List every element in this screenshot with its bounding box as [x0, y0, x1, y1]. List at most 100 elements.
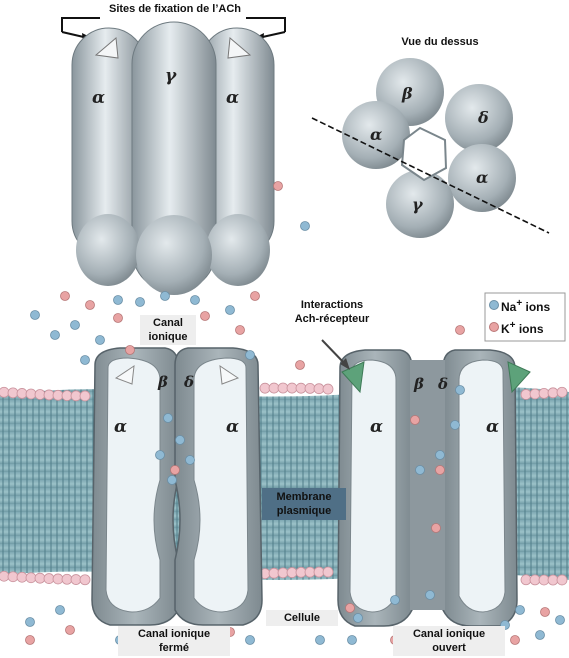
k-ion — [61, 292, 70, 301]
na-ion — [26, 618, 35, 627]
lipid-head — [530, 575, 540, 585]
legend-na-symbol: Na — [501, 300, 516, 314]
na-ion — [301, 222, 310, 231]
interactions-pointer — [322, 340, 346, 365]
k-ion — [171, 466, 180, 475]
na-ion — [191, 296, 200, 305]
membrane-line1: Membrane — [266, 490, 342, 504]
open-channel-line2: ouvert — [397, 641, 501, 655]
k-ion — [114, 314, 123, 323]
na-ion — [246, 636, 255, 645]
lipid-head — [287, 568, 297, 578]
na-ion — [161, 292, 170, 301]
k-ion — [511, 636, 520, 645]
lipid-head — [287, 383, 297, 393]
cyto-domain-right — [206, 214, 270, 286]
label-alpha: α — [486, 417, 499, 437]
na-ion — [516, 606, 525, 615]
lipid-head — [80, 391, 90, 401]
receptor-side-view: α γ α — [62, 18, 285, 295]
lipid-head — [35, 573, 45, 583]
na-ion — [71, 321, 80, 330]
legend-na-swatch — [490, 301, 499, 310]
na-ion — [168, 476, 177, 485]
na-ion — [56, 606, 65, 615]
k-ion — [541, 608, 550, 617]
na-ion — [176, 436, 185, 445]
lipid-head — [323, 384, 333, 394]
receptor-top-view: β δ α α γ — [312, 58, 549, 238]
interactions-label: Interactions Ach-récepteur — [282, 298, 382, 326]
lipid-head — [539, 388, 549, 398]
na-ion — [426, 591, 435, 600]
cyto-domain-center — [136, 215, 212, 295]
label-alpha: α — [92, 88, 105, 108]
lipid-head — [296, 383, 306, 393]
canal-ionique-label: Canal ionique — [140, 315, 196, 345]
lipid-head — [8, 388, 18, 398]
lipid-head — [53, 390, 63, 400]
lipid-head — [17, 572, 27, 582]
k-ion — [432, 524, 441, 533]
open-channel: α α β δ — [338, 350, 530, 626]
lipid-head — [269, 568, 279, 578]
cyto-domain-left — [76, 214, 140, 286]
na-ion — [316, 636, 325, 645]
k-ion — [236, 326, 245, 335]
k-ion — [26, 636, 35, 645]
na-ion — [536, 631, 545, 640]
lipid-head — [521, 389, 531, 399]
lipid-head — [35, 389, 45, 399]
na-ion — [226, 306, 235, 315]
lipid-head — [521, 575, 531, 585]
lipid-head — [71, 391, 81, 401]
lipid-head — [548, 388, 558, 398]
lipid-head — [278, 568, 288, 578]
k-ion — [86, 301, 95, 310]
lipid-head — [71, 575, 81, 585]
lipid-head — [305, 567, 315, 577]
k-ion — [201, 312, 210, 321]
lipid-head — [314, 567, 324, 577]
lipid-head — [323, 567, 333, 577]
k-ion — [346, 604, 355, 613]
lipid-head — [260, 383, 270, 393]
lipid-head — [278, 383, 288, 393]
k-ion — [436, 466, 445, 475]
closed-alpha-left — [106, 358, 160, 612]
na-ion — [51, 331, 60, 340]
lipid-head — [530, 389, 540, 399]
lipid-head — [296, 567, 306, 577]
k-ion — [456, 326, 465, 335]
label-alpha: α — [370, 417, 383, 437]
na-ion — [451, 421, 460, 430]
lipid-head — [8, 572, 18, 582]
lipid-head — [44, 574, 54, 584]
lipid-head — [557, 387, 567, 397]
label-beta: β — [157, 373, 168, 391]
na-ion — [354, 614, 363, 623]
interactions-label-line1: Interactions — [282, 298, 382, 312]
lipid-head — [44, 390, 54, 400]
label-alpha: α — [476, 168, 488, 187]
lipid-head — [53, 574, 63, 584]
lipid-head — [26, 573, 36, 583]
k-ion — [251, 292, 260, 301]
na-ion — [164, 414, 173, 423]
lipid-head — [548, 575, 558, 585]
lipid-head — [305, 383, 315, 393]
legend-k-text: K+ ions — [501, 319, 544, 336]
na-ion — [31, 311, 40, 320]
lipid-head — [17, 388, 27, 398]
k-ion — [296, 361, 305, 370]
label-delta: δ — [437, 375, 448, 393]
closed-channel-label: Canal ionique fermé — [118, 626, 230, 656]
na-ion — [416, 466, 425, 475]
na-ion — [156, 451, 165, 460]
open-channel-label: Canal ionique ouvert — [393, 626, 505, 656]
k-ion — [126, 346, 135, 355]
lipid-head — [557, 575, 567, 585]
k-ion — [274, 182, 283, 191]
legend-na-text: Na+ ions — [501, 297, 550, 314]
